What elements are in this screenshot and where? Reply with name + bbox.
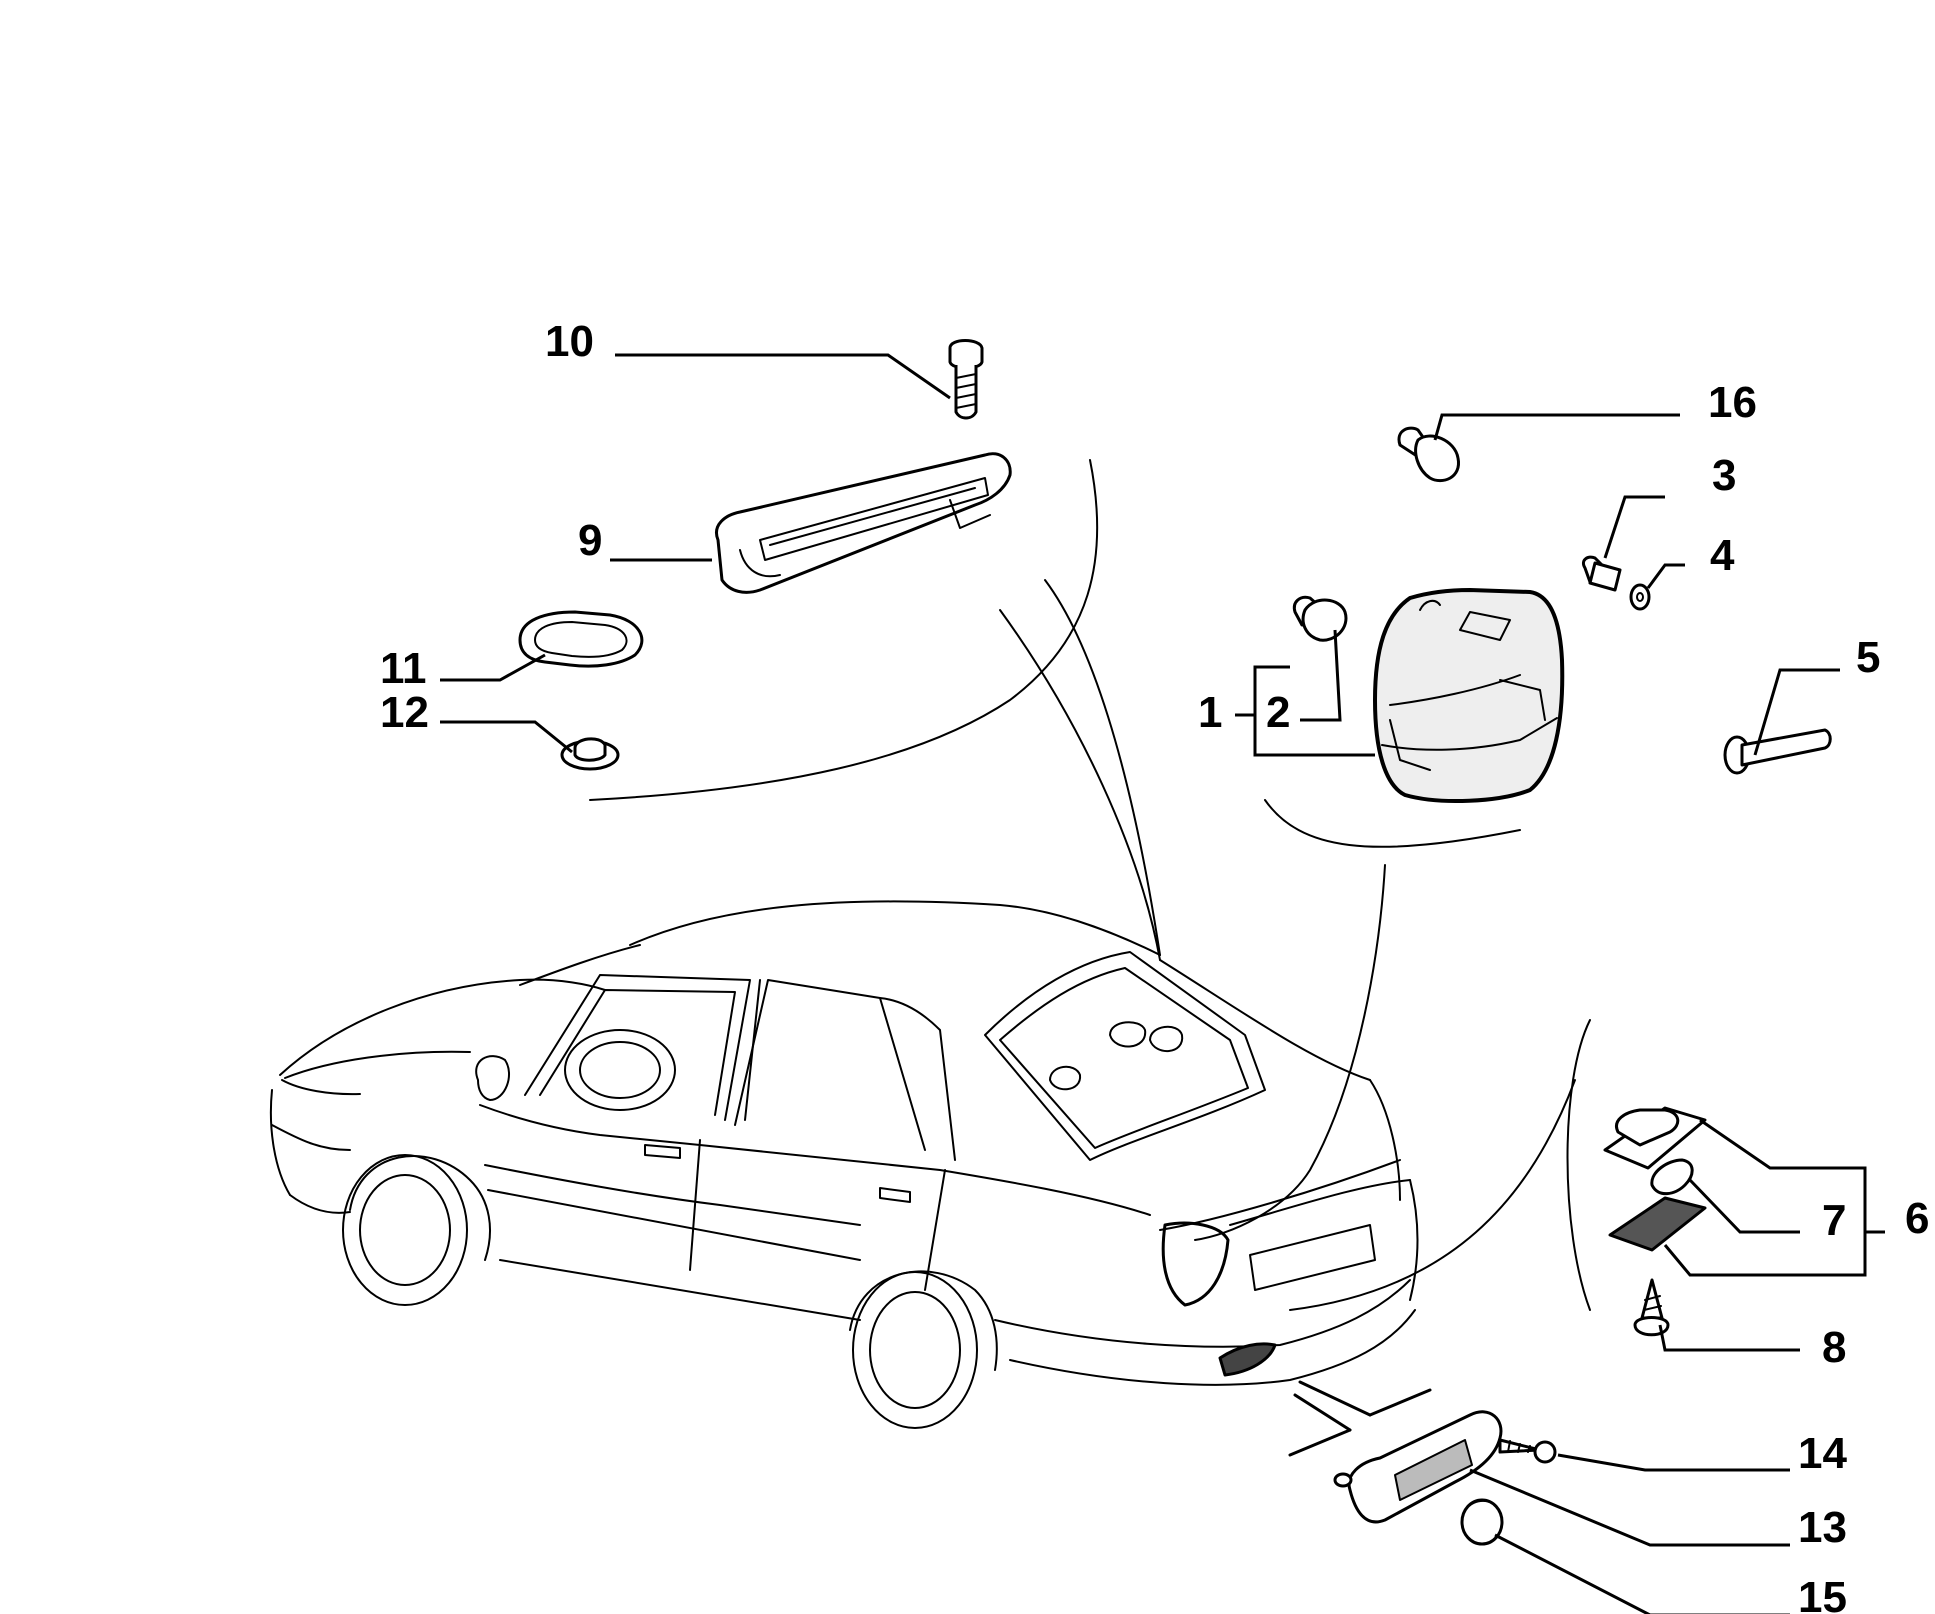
callout-7: 7	[1822, 1196, 1846, 1245]
screw-part-8	[1633, 1278, 1670, 1337]
reflector-part-13	[1333, 1410, 1503, 1524]
tail-light-part-1	[1372, 587, 1565, 804]
callout-8: 8	[1822, 1323, 1846, 1372]
callout-15: 15	[1798, 1573, 1847, 1614]
detail-enclosures	[589, 459, 1591, 1457]
callout-3: 3	[1712, 451, 1736, 500]
screw-part-14	[1498, 1438, 1557, 1464]
callout-13: 13	[1798, 1503, 1847, 1552]
callout-9: 9	[578, 516, 602, 565]
callout-labels: 10 9 11 12 16 3 4 5 1 2 6 7 8 14 13 15	[380, 317, 1929, 1614]
car-illustration	[269, 900, 1419, 1429]
bulb-part-2	[1292, 595, 1348, 642]
pin-part-5	[1723, 728, 1832, 775]
callout-4: 4	[1710, 531, 1735, 580]
license-lens-plate	[1608, 1196, 1707, 1252]
screw-part-3	[1581, 555, 1622, 592]
callout-14: 14	[1798, 1429, 1847, 1478]
callout-11: 11	[380, 644, 427, 693]
lens-part-7	[1650, 1158, 1694, 1196]
leader-lines	[440, 353, 1885, 1614]
third-brake-light-part-9	[715, 452, 1012, 594]
bolt-part-10	[948, 339, 984, 420]
cap-part-15	[1460, 1498, 1504, 1546]
callout-1: 1	[1198, 688, 1222, 737]
bulb-part-16	[1397, 426, 1460, 483]
callout-16: 16	[1708, 378, 1757, 427]
license-light-part-6	[1603, 1106, 1707, 1170]
grommet-part-12	[560, 737, 620, 771]
callout-6: 6	[1905, 1194, 1929, 1243]
callout-5: 5	[1856, 633, 1880, 682]
washer-part-4	[1629, 583, 1651, 611]
callout-10: 10	[545, 317, 594, 366]
callout-2: 2	[1266, 688, 1290, 737]
callout-12: 12	[380, 688, 429, 737]
